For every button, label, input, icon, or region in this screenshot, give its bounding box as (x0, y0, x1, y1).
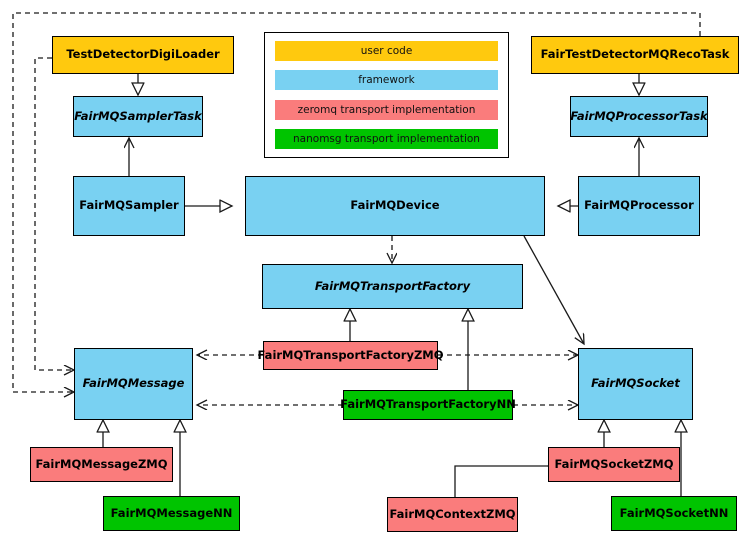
class-label: FairMQMessageZMQ (35, 456, 168, 471)
class-label: FairMQProcessor (584, 198, 694, 213)
class-label: FairMQSocketZMQ (554, 456, 674, 471)
class-label: FairMQTransportFactory (314, 278, 471, 293)
class-box-fairmq-transport-factory-zmq[interactable]: FairMQTransportFactoryZMQ (258, 341, 444, 370)
class-box-fairmq-transport-factory[interactable]: FairMQTransportFactory (262, 264, 523, 309)
class-box-fairmq-message-zmq[interactable]: FairMQMessageZMQ (30, 447, 173, 482)
class-label: FairTestDetectorMQRecoTask (540, 47, 730, 62)
class-label: FairMQMessage (82, 376, 185, 391)
class-label: FairMQProcessorTask (570, 108, 708, 123)
class-label: TestDetectorDigiLoader (66, 47, 220, 62)
class-label: FairMQSampler (79, 198, 179, 213)
class-box-fairmq-device[interactable]: FairMQDevice (245, 176, 545, 236)
class-label: FairMQMessageNN (110, 505, 233, 520)
class-label: FairMQSocket (591, 376, 680, 391)
class-box-fairmq-message[interactable]: FairMQMessage (74, 348, 193, 420)
class-box-fairmq-processor[interactable]: FairMQProcessor (578, 176, 700, 236)
class-box-fairmq-sampler[interactable]: FairMQSampler (73, 176, 185, 236)
class-box-fairmq-processor-task[interactable]: FairMQProcessorTask (570, 96, 708, 137)
legend-item-nanomsg: nanomsg transport implementation (275, 128, 498, 149)
class-box-fairmq-transport-factory-nn[interactable]: FairMQTransportFactoryNN (340, 390, 516, 420)
class-box-fair-test-detector-mq-reco-task[interactable]: FairTestDetectorMQRecoTask (531, 36, 739, 74)
legend-item-zeromq: zeromq transport implementation (275, 99, 498, 120)
class-label: FairMQSocketNN (619, 505, 729, 520)
class-box-fairmq-message-nn[interactable]: FairMQMessageNN (103, 496, 240, 531)
legend-item-framework: framework (275, 70, 498, 91)
legend-panel: user code framework zeromq transport imp… (264, 32, 509, 158)
class-box-fairmq-socket[interactable]: FairMQSocket (578, 348, 693, 420)
legend-item-user-code: user code (275, 41, 498, 61)
class-box-fairmq-context-zmq[interactable]: FairMQContextZMQ (387, 497, 518, 532)
class-box-fairmq-socket-nn[interactable]: FairMQSocketNN (611, 496, 737, 531)
class-label: FairMQSamplerTask (74, 108, 202, 123)
class-label: FairMQContextZMQ (389, 506, 516, 521)
class-box-fairmq-socket-zmq[interactable]: FairMQSocketZMQ (548, 447, 680, 482)
class-label: FairMQTransportFactoryNN (340, 397, 516, 412)
class-box-test-detector-digi-loader[interactable]: TestDetectorDigiLoader (52, 36, 234, 74)
class-box-fairmq-sampler-task[interactable]: FairMQSamplerTask (73, 96, 203, 137)
class-label: FairMQDevice (350, 198, 440, 213)
class-label: FairMQTransportFactoryZMQ (257, 347, 444, 362)
